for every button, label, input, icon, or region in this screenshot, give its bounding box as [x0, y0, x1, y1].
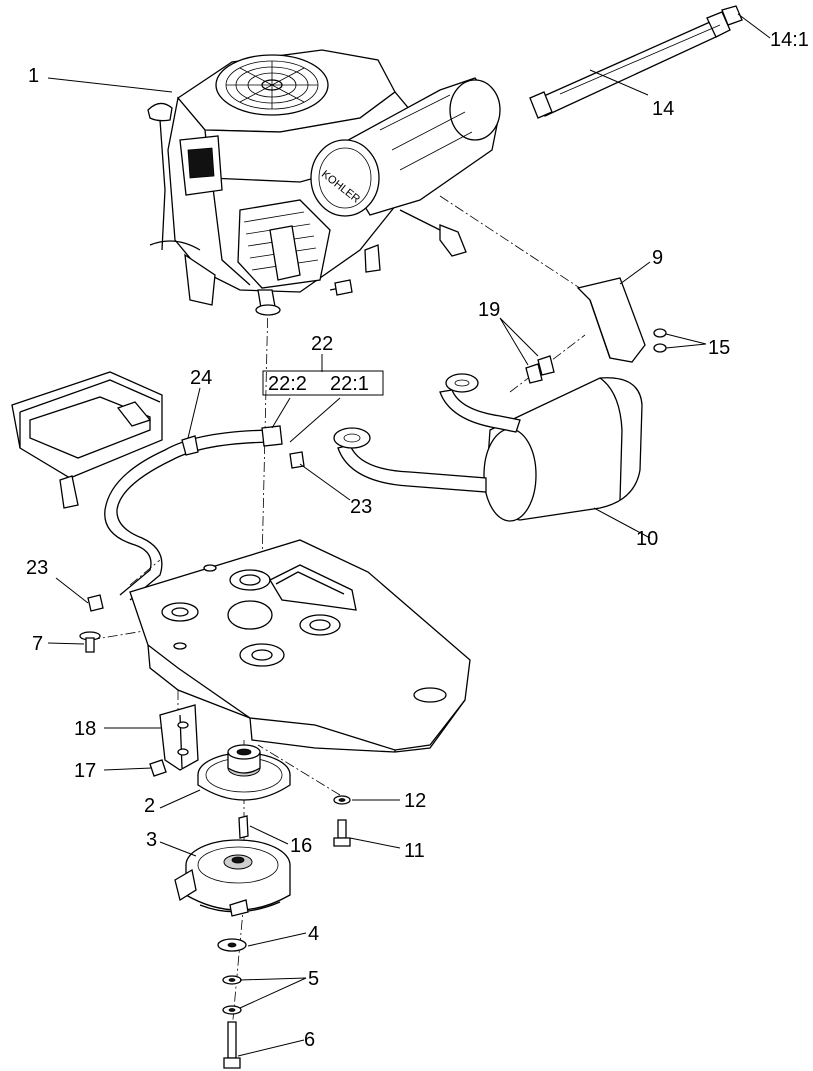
callout-10: 10: [636, 528, 658, 550]
callout-7: 7: [32, 633, 43, 655]
engine: KOHLER: [147, 49, 501, 316]
washers-and-bolt: [217, 938, 247, 1069]
callout-12: 12: [404, 790, 426, 812]
muffler-bracket: [576, 277, 667, 363]
callout-5: 5: [308, 968, 319, 990]
callout-4: 4: [308, 923, 319, 945]
callout-15: 15: [708, 337, 730, 359]
callout-1: 1: [28, 65, 39, 87]
callout-3: 3: [146, 829, 157, 851]
callout-23-right: 23: [350, 496, 372, 518]
callout-2: 2: [144, 795, 155, 817]
callout-17: 17: [74, 760, 96, 782]
callout-22-box: [262, 370, 384, 396]
callout-18: 18: [74, 718, 96, 740]
callout-19: 19: [478, 299, 500, 321]
electric-clutch: [174, 839, 291, 917]
callout-9: 9: [652, 247, 663, 269]
callout-24: 24: [190, 367, 212, 389]
callout-14: 14: [652, 98, 674, 120]
washer-and-bolt: [333, 795, 351, 847]
callout-6: 6: [304, 1029, 315, 1051]
pulley: [197, 744, 291, 801]
callout-22: 22: [311, 333, 333, 355]
engine-deck: [79, 539, 471, 753]
leader-lines: [47, 13, 771, 1057]
callout-23-left: 23: [26, 557, 48, 579]
fuel-line: [87, 425, 305, 612]
heat-shield: [11, 371, 163, 509]
muffler: [333, 355, 643, 522]
callout-14-1: 14:1: [770, 29, 809, 51]
callout-11: 11: [404, 840, 425, 862]
callout-22-2: 22:2: [268, 373, 307, 395]
callout-22-1: 22:1: [330, 373, 369, 395]
clutch-bracket: [149, 704, 199, 777]
key: [238, 815, 249, 839]
callout-16: 16: [290, 835, 312, 857]
drive-shaft: [529, 5, 743, 119]
callout-labels: 1 14:1 14 9 19 15 22 22:2 22:1 24 23 23 …: [26, 29, 809, 1051]
